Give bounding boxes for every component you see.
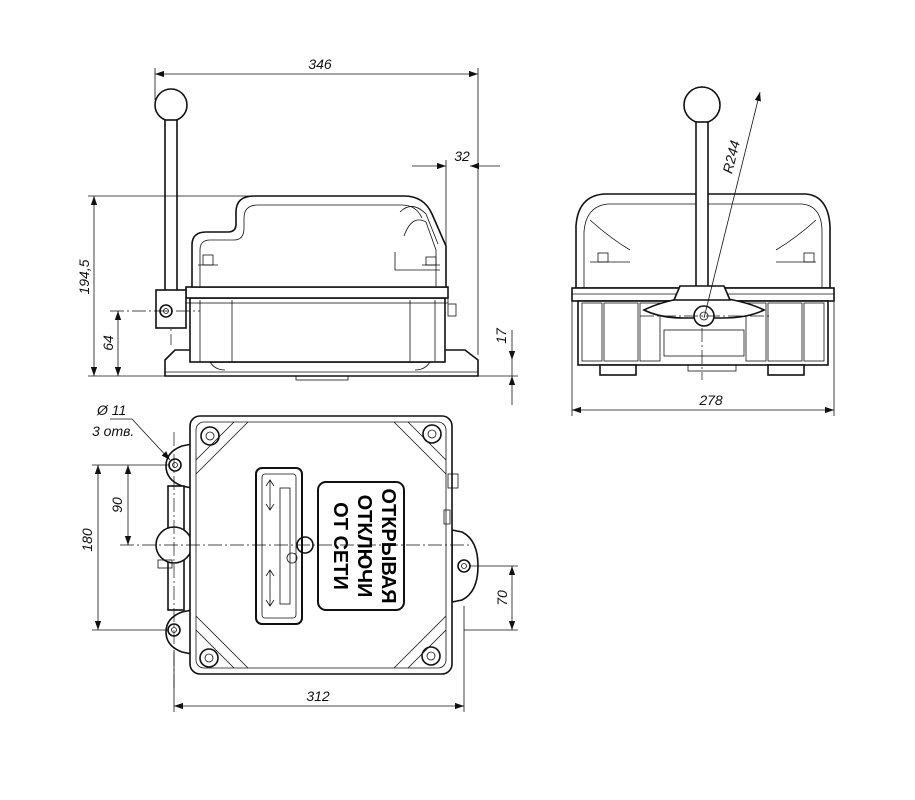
dim-64-label: 64 (100, 335, 116, 351)
warning-sign (317, 481, 405, 611)
dim-hole-count-label: 3 отв. (92, 423, 134, 439)
dim-194-5-label: 194,5 (76, 259, 92, 294)
dim-32-label: 32 (454, 148, 470, 164)
dim-278-label: 278 (698, 392, 723, 408)
top-view: ОТКРЫВАЯ ОТКЛЮЧИ ОТ СЕТИ (120, 415, 479, 690)
side-view (571, 86, 835, 380)
dim-312-label: 312 (306, 688, 330, 704)
front-view-dimensions: 346 32 194,5 64 17 (76, 56, 518, 405)
dim-346-label: 346 (308, 56, 332, 72)
warning-sign-line-1: ОТКРЫВАЯ (377, 488, 399, 603)
side-view-dimensions: 278 R244 (571, 91, 835, 416)
dim-r244-label: R244 (719, 138, 743, 175)
dim-180-label: 180 (79, 528, 95, 552)
dim-hole-diameter-label: Ø 11 (96, 402, 126, 418)
dim-70-label: 70 (494, 590, 510, 606)
warning-sign-line-3: ОТ СЕТИ (329, 502, 351, 590)
top-view-dimensions: Ø 11 3 отв. 90 180 70 312 (79, 402, 518, 712)
dim-17-label: 17 (493, 327, 509, 344)
dim-90-label: 90 (109, 497, 125, 513)
front-view (110, 88, 479, 381)
warning-sign-line-2: ОТКЛЮЧИ (353, 495, 375, 598)
